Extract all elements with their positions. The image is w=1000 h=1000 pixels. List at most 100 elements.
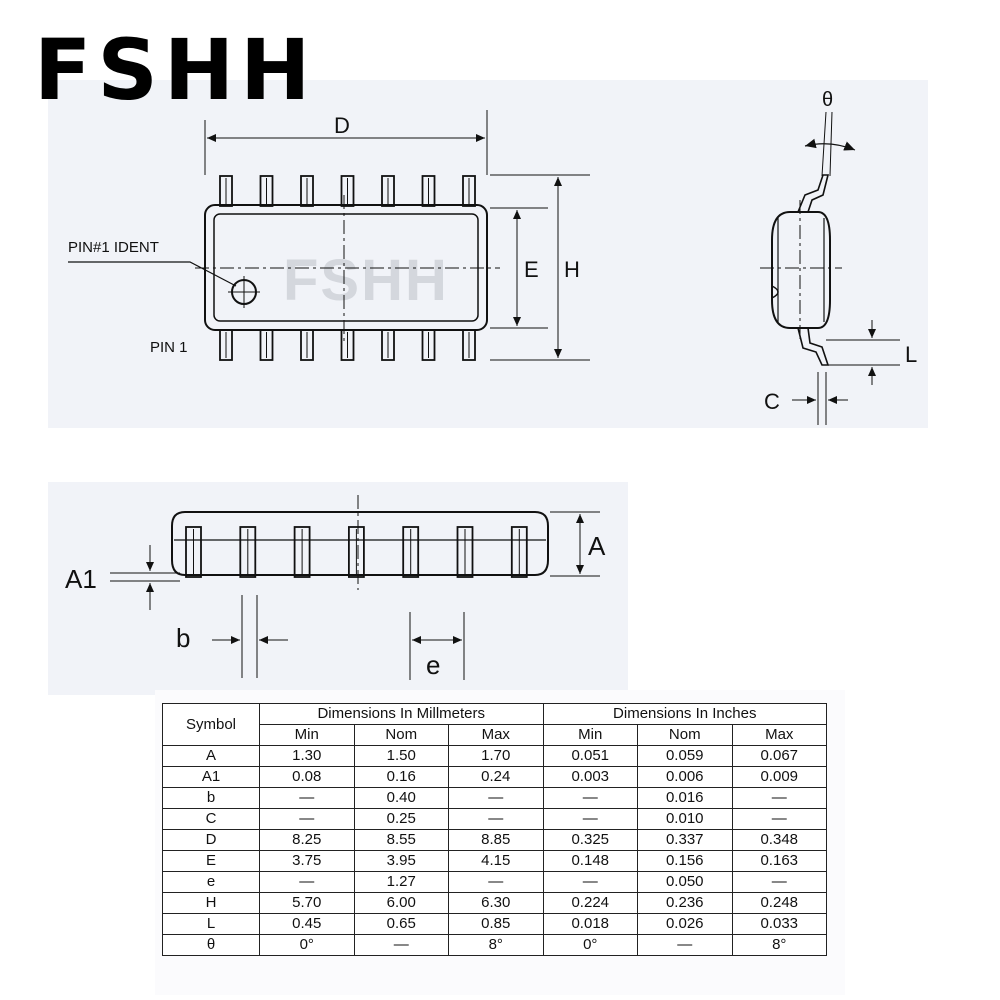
label-D: D	[334, 113, 350, 138]
table-cell-value: 0.059	[637, 745, 733, 767]
table-cell-value: 5.70	[259, 892, 355, 914]
table-cell-value: 0.85	[448, 913, 544, 935]
table-cell-symbol: e	[162, 871, 260, 893]
table-cell-value: 0.148	[542, 850, 638, 872]
table-group-header-row: Symbol Dimensions In Millmeters Dimensio…	[162, 703, 827, 746]
bottom-lead	[219, 329, 233, 361]
table-cell-value: 0.236	[637, 892, 733, 914]
top-view	[68, 110, 590, 361]
table-cell-value: 0.348	[731, 829, 827, 851]
watermark-text: FSHH	[283, 248, 449, 313]
table-cell-value: 8°	[731, 934, 827, 956]
label-e: e	[426, 650, 440, 680]
table-cell-value: 8.55	[353, 829, 449, 851]
end-view-lead-top	[797, 174, 830, 213]
table-row: C—0.25——0.010—	[162, 808, 827, 830]
label-A1: A1	[65, 564, 97, 594]
table-cell-value: 0.16	[353, 766, 449, 788]
bottom-lead	[340, 329, 355, 361]
top-lead	[381, 175, 395, 207]
side-lead	[456, 526, 474, 578]
label-pin1: PIN 1	[150, 339, 188, 356]
side-lead	[402, 526, 420, 578]
table-cell-value: 0.016	[637, 787, 733, 809]
table-cell-value: 1.27	[353, 871, 449, 893]
bottom-lead	[462, 329, 476, 361]
table-cell-value: 8°	[448, 934, 544, 956]
label-L: L	[905, 342, 917, 367]
table-subheader: Max	[448, 724, 544, 746]
table-cell-value: 1.30	[259, 745, 355, 767]
table-cell-value: 0.65	[353, 913, 449, 935]
table-cell-value: 0.026	[637, 913, 733, 935]
label-pin1-ident: PIN#1 IDENT	[68, 239, 159, 256]
table-cell-value: 3.95	[353, 850, 449, 872]
table-cell-symbol: H	[162, 892, 260, 914]
table-subheader: Max	[731, 724, 827, 746]
table-cell-value: 0.033	[731, 913, 827, 935]
table-cell-symbol: θ	[162, 934, 260, 956]
bottom-lead	[421, 329, 436, 361]
table-cell-value: 8.85	[448, 829, 544, 851]
table-cell-value: 0.006	[637, 766, 733, 788]
table-cell-value: 4.15	[448, 850, 544, 872]
table-header-inches: Dimensions In Inches	[542, 703, 827, 725]
side-lead	[293, 526, 311, 578]
table-row: e—1.27——0.050—	[162, 871, 827, 893]
end-view-lead-bottom	[797, 327, 830, 366]
table-cell-value: 1.70	[448, 745, 544, 767]
side-lead	[185, 526, 202, 578]
table-row: b—0.40——0.016—	[162, 787, 827, 809]
table-cell-value: 0.018	[542, 913, 638, 935]
brand-logo: FSHH	[34, 21, 317, 119]
table-cell-value: 0.224	[542, 892, 638, 914]
table-cell-symbol: A	[162, 745, 260, 767]
table-cell-value: 0.003	[542, 766, 638, 788]
table-header-symbol: Symbol	[162, 703, 260, 746]
side-lead	[239, 526, 257, 578]
table-subheader: Min	[259, 724, 355, 746]
table-cell-value: 0.45	[259, 913, 355, 935]
table-cell-value: 0.051	[542, 745, 638, 767]
table-cell-value: —	[731, 787, 827, 809]
table-subheader: Nom	[637, 724, 733, 746]
end-view-body	[771, 211, 831, 329]
table-cell-symbol: D	[162, 829, 260, 851]
table-cell-value: 0.40	[353, 787, 449, 809]
table-cell-value: 0°	[259, 934, 355, 956]
top-lead	[259, 175, 274, 207]
table-cell-value: 0.009	[731, 766, 827, 788]
table-cell-value: 3.75	[259, 850, 355, 872]
table-cell-value: 6.30	[448, 892, 544, 914]
table-cell-value: —	[542, 787, 638, 809]
end-view	[760, 111, 900, 425]
table-cell-value: 0.08	[259, 766, 355, 788]
side-view-body	[171, 511, 549, 576]
bottom-lead	[381, 329, 395, 361]
table-cell-value: 6.00	[353, 892, 449, 914]
top-lead	[219, 175, 233, 207]
table-cell-value: 1.50	[353, 745, 449, 767]
table-cell-value: 0.24	[448, 766, 544, 788]
table-cell-value: —	[259, 808, 355, 830]
top-lead	[300, 175, 314, 207]
side-view-panel	[48, 482, 628, 695]
top-lead	[462, 175, 476, 207]
table-cell-symbol: A1	[162, 766, 260, 788]
table-cell-value: 0.050	[637, 871, 733, 893]
table-sub-header-row: Min Nom Max Min Nom Max	[163, 724, 827, 746]
table-cell-value: 0.156	[637, 850, 733, 872]
table-cell-value: 0.248	[731, 892, 827, 914]
label-E: E	[524, 257, 539, 282]
label-b: b	[176, 623, 190, 653]
table-cell-value: —	[259, 787, 355, 809]
pin1-ident-leader	[68, 261, 237, 287]
dimensions-table: Symbol Dimensions In Millmeters Dimensio…	[162, 703, 827, 956]
table-cell-value: —	[731, 808, 827, 830]
table-cell-value: 0.325	[542, 829, 638, 851]
top-lead	[340, 175, 355, 207]
